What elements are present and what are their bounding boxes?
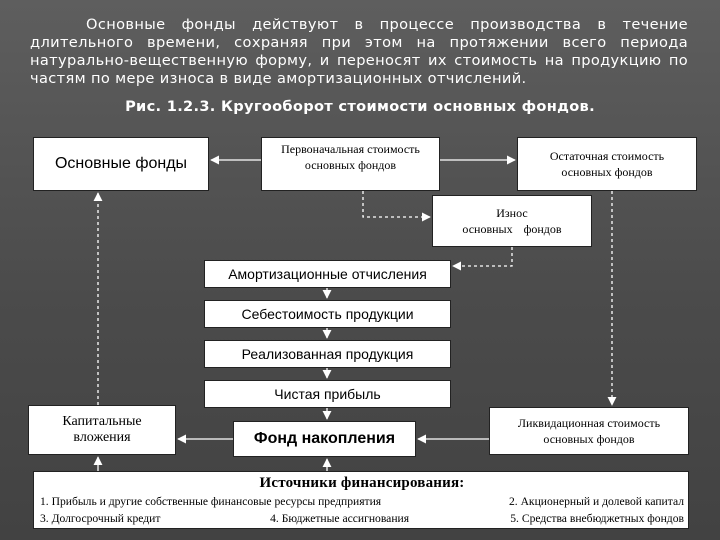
arrow-initial-to-wear	[362, 191, 431, 222]
capital-investment-box: Капитальные вложения	[28, 405, 176, 455]
sources-row-1: 1. Прибыль и другие собственные финансов…	[40, 493, 684, 510]
initial-cost-box: Первоначальная стоимость основных фондов	[261, 137, 440, 191]
sources-row-2: 3. Долгосрочный кредит 4. Бюджетные асси…	[40, 510, 684, 527]
capital-investment-line1: Капитальные	[62, 414, 142, 429]
accumulation-fund-box: Фонд накопления	[233, 421, 416, 457]
liquidation-value-box: Ликвидационная стоимость основных фондов	[489, 407, 689, 455]
intro-paragraph: Основные фонды действуют в процессе прои…	[30, 16, 688, 87]
residual-cost-line1: Остаточная стоимость	[549, 149, 665, 163]
net-profit-box: Чистая прибыль	[204, 380, 451, 408]
amortization-box: Амортизационные отчисления	[204, 260, 451, 288]
liquidation-line2: основных фондов	[543, 432, 635, 446]
source-item-4: 4. Бюджетные ассигнования	[270, 512, 410, 525]
liquidation-line1: Ликвидационная стоимость	[517, 416, 661, 430]
capital-investment-line2: вложения	[73, 430, 131, 445]
residual-cost-box: Остаточная стоимость основных фондов	[517, 137, 697, 191]
wear-box: Износ основных фондов	[432, 195, 592, 247]
source-item-3: 3. Долгосрочный кредит	[40, 512, 161, 525]
source-item-5: 5. Средства внебюджетных фондов	[510, 512, 684, 525]
initial-cost-line2: основных фондов	[304, 158, 397, 172]
sold-products-box: Реализованная продукция	[204, 340, 451, 368]
financing-sources-box: Источники финансирования: 1. Прибыль и д…	[33, 471, 689, 529]
main-assets-box: Основные фонды	[33, 137, 209, 191]
production-cost-box: Себестоимость продукции	[204, 300, 451, 328]
figure-title: Рис. 1.2.3. Кругооборот стоимости основн…	[125, 98, 595, 115]
initial-cost-line1: Первоначальная стоимость	[281, 142, 420, 156]
wear-line1: Износ	[496, 206, 528, 220]
residual-cost-line2: основных фондов	[561, 165, 653, 179]
financing-sources-title: Источники финансирования:	[259, 475, 465, 491]
source-item-1: 1. Прибыль и другие собственные финансов…	[40, 495, 382, 508]
source-item-2: 2. Акционерный и долевой капитал	[508, 495, 684, 508]
arrow-wear-to-amort	[452, 247, 513, 271]
wear-line2: основных фондов	[462, 222, 562, 236]
